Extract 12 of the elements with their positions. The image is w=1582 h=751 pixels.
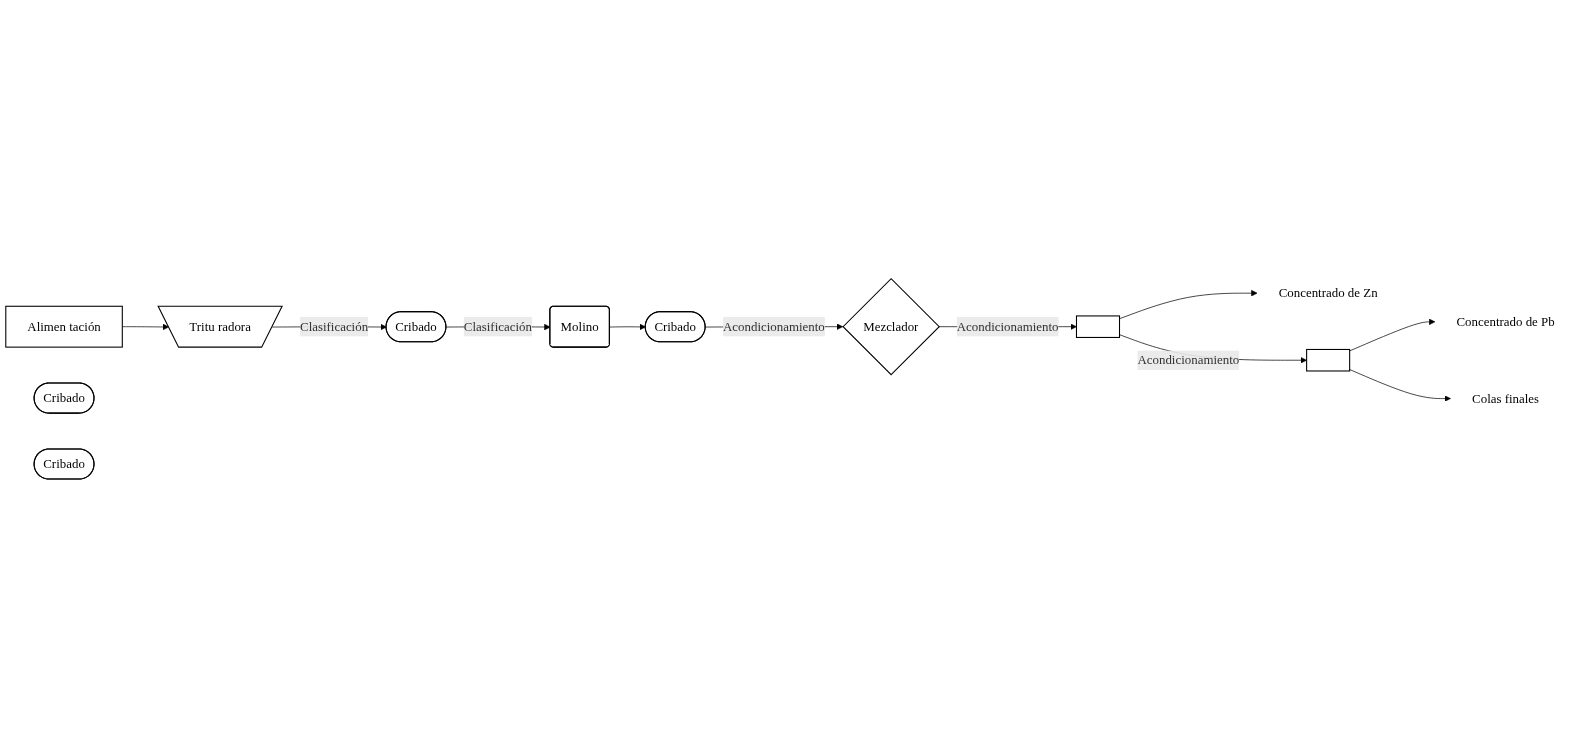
edge-label: Acondicionamiento [723,318,825,334]
node-box: Alimen tación [5,305,123,348]
node-text: Concentrado de Zn [1278,285,1378,300]
node-box [1306,348,1351,372]
edge-label: Acondicionamiento [1137,352,1240,367]
node-diamond: Mezclador [842,277,940,376]
node-text: Colas finales [1472,390,1540,405]
node-box [1075,315,1121,338]
node-text: Concentrado de Pb [1456,313,1555,329]
edge-label: Clasificación [463,318,532,334]
edge-label: Acondicionamiento [956,318,1059,334]
edge-label: Clasificación [300,318,369,334]
